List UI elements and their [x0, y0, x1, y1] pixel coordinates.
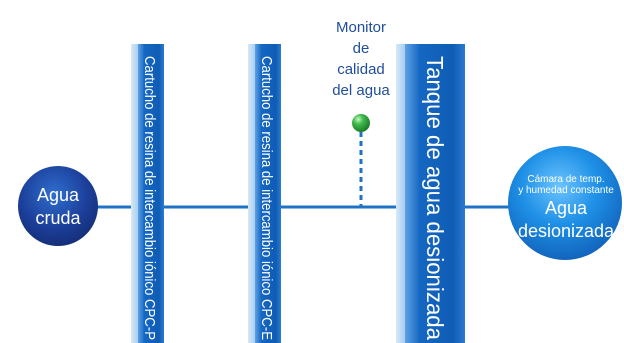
cartridge-1-label: Cartucho de resina de intercambio iónico…	[141, 56, 158, 340]
cartridge-2: Cartucho de resina de intercambio iónico…	[248, 44, 281, 343]
cartridge-2-label: Cartucho de resina de intercambio iónico…	[258, 56, 275, 340]
tank-label: Tanque de agua desionizada	[422, 56, 448, 340]
deionized-water-label-line-2: desionizada	[518, 221, 615, 241]
deionized-water-label-line-1: Agua	[545, 198, 588, 218]
monitor-label-line-3: calidad	[337, 61, 385, 78]
raw-water-circle	[18, 166, 98, 246]
chamber-note-line-1: Cámara de temp.	[527, 174, 604, 185]
raw-water-label-line-1: Agua	[37, 185, 80, 205]
water-quality-monitor: Monitor de calidad del agua	[332, 19, 390, 207]
raw-water-node: Agua cruda	[18, 166, 98, 246]
deionized-water-node: Cámara de temp. y humedad constante Agua…	[508, 146, 622, 260]
cartridge-1: Cartucho de resina de intercambio iónico…	[131, 44, 164, 343]
monitor-label-line-4: del agua	[332, 82, 390, 99]
monitor-label-line-2: de	[353, 40, 370, 57]
raw-water-label-line-2: cruda	[35, 208, 81, 228]
deionized-water-tank: Tanque de agua desionizada	[396, 44, 465, 343]
monitor-bulb-icon	[352, 114, 370, 132]
monitor-label-line-1: Monitor	[336, 19, 386, 36]
deionized-water-circle	[508, 146, 622, 260]
chamber-note-line-2: y humedad constante	[518, 185, 614, 196]
